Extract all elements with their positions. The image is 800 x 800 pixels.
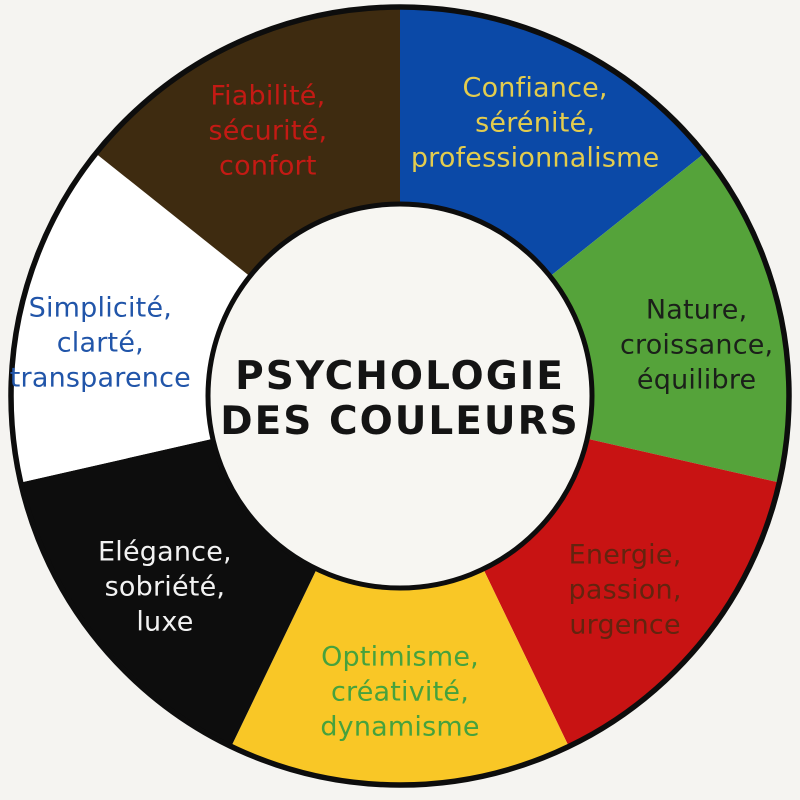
wheel-segment-yellow — [231, 396, 569, 786]
wheel-outer-ring — [8, 4, 792, 788]
wheel-center-disc — [205, 201, 595, 591]
